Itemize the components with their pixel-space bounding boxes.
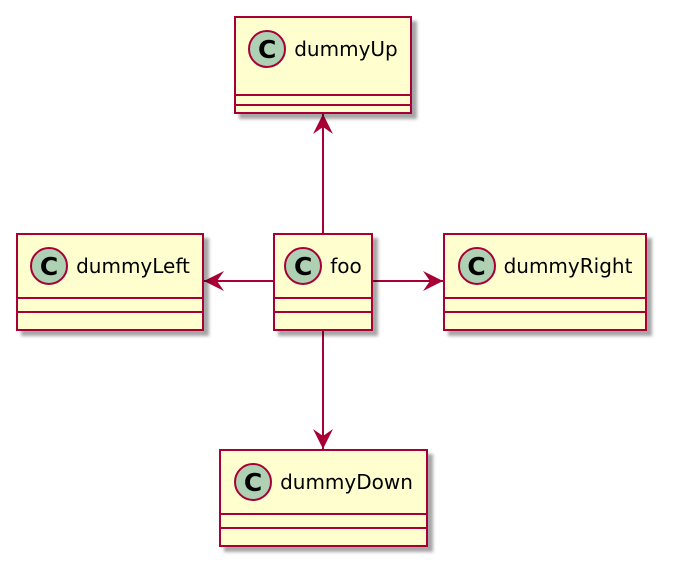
- methods-divider: [221, 527, 426, 529]
- class-name: dummyUp: [294, 37, 398, 61]
- class-stereotype-icon: C: [234, 463, 273, 501]
- attributes-divider: [221, 513, 426, 515]
- class-stereotype-icon: C: [30, 247, 69, 285]
- class-header: C dummyLeft: [18, 235, 202, 297]
- attributes-divider: [18, 297, 202, 299]
- methods-divider: [445, 311, 645, 313]
- class-dummyDown: C dummyDown: [219, 449, 428, 547]
- class-dummyLeft: C dummyLeft: [16, 233, 204, 331]
- class-stereotype-icon: C: [248, 30, 287, 68]
- class-name: dummyLeft: [76, 254, 190, 278]
- class-header: C dummyDown: [221, 451, 426, 513]
- class-foo: C foo: [273, 233, 373, 331]
- class-header: C foo: [275, 235, 371, 297]
- class-name: foo: [330, 254, 362, 278]
- class-dummyUp: C dummyUp: [234, 16, 412, 114]
- attributes-divider: [236, 94, 410, 96]
- class-name: dummyDown: [280, 470, 413, 494]
- class-header: C dummyUp: [236, 18, 410, 80]
- methods-divider: [275, 311, 371, 313]
- class-stereotype-icon: C: [457, 247, 496, 285]
- class-stereotype-icon: C: [284, 247, 323, 285]
- attributes-divider: [445, 297, 645, 299]
- class-header: C dummyRight: [445, 235, 645, 297]
- class-dummyRight: C dummyRight: [443, 233, 647, 331]
- attributes-divider: [275, 297, 371, 299]
- methods-divider: [18, 311, 202, 313]
- class-name: dummyRight: [503, 254, 633, 278]
- methods-divider: [236, 104, 410, 106]
